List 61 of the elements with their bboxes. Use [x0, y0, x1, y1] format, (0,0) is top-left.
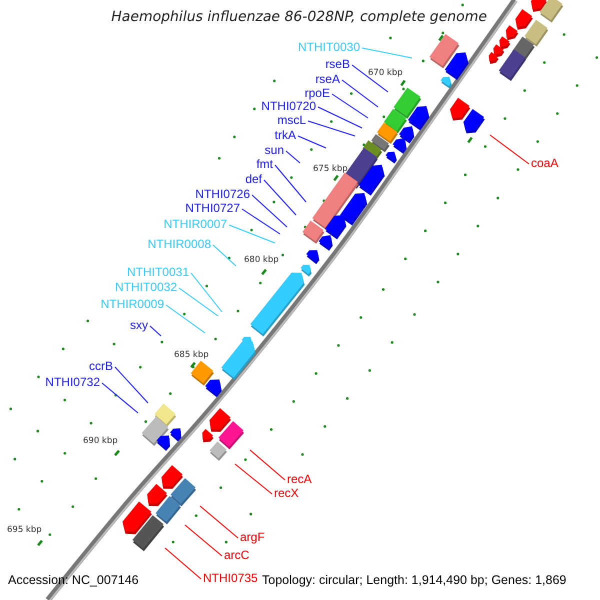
gene-label: NTHIT0030: [298, 40, 360, 54]
gene-label: rseB: [325, 57, 350, 71]
leader-line: [190, 272, 222, 312]
leader-line: [178, 288, 218, 316]
gene-label: NTHIT0031: [126, 265, 189, 279]
leader-line: [318, 106, 362, 128]
leader-line: [308, 120, 356, 136]
leader-line: [166, 304, 206, 334]
leader-line: [362, 48, 412, 58]
scale-label: 685 kbp: [174, 350, 209, 360]
gene-label: NTHIR0007: [164, 217, 227, 231]
leader-line: [342, 80, 378, 108]
gene-label: argF: [240, 530, 265, 544]
leader-line: [286, 150, 300, 164]
gene-label: arcC: [224, 548, 250, 562]
gene-label: NTHIR0008: [148, 237, 211, 251]
gene-label: NTHI0732: [45, 375, 100, 389]
gene-label: coaA: [531, 156, 558, 170]
leader-line: [184, 524, 222, 556]
leader-line: [102, 382, 138, 414]
leader-line: [150, 326, 162, 336]
gene-label: recA: [287, 472, 312, 486]
leader-line: [252, 194, 288, 228]
leader-line: [242, 208, 280, 234]
gene-label: sxy: [130, 318, 148, 332]
gene-label: NTHIR0009: [100, 297, 164, 311]
footer-text: Accession: NC_007146: [8, 573, 139, 588]
leader-line: [332, 94, 368, 118]
scale-label: 690 kbp: [83, 436, 118, 446]
scale-label: 675 kbp: [313, 164, 348, 174]
leader-line: [250, 450, 286, 480]
gene-label: NTHI0735: [203, 571, 258, 585]
gene-label: NTHI0720: [261, 99, 316, 113]
gene-label: mscL: [277, 113, 306, 127]
leader-line: [234, 464, 272, 494]
leader-line: [264, 180, 296, 216]
gene-label: recX: [274, 486, 299, 500]
leader-line: [274, 164, 306, 202]
leader-line: [164, 548, 202, 580]
gene-label: ccrB: [89, 359, 113, 373]
scale-label: 670 kbp: [368, 68, 403, 78]
gene-label: rpoE: [304, 86, 330, 100]
gene-label: NTHI0727: [185, 201, 240, 215]
leader-line: [298, 136, 326, 148]
leader-line: [490, 134, 530, 164]
gene-label: trkA: [274, 128, 296, 142]
gene-label: NTHIT0032: [114, 280, 177, 294]
gene-label: rseA: [315, 72, 340, 86]
leader-line: [114, 366, 148, 404]
leader-line: [212, 244, 236, 266]
map-title: Haemophilus influenzae 86-028NP, complete genome: [111, 9, 487, 26]
scale-label: 695 kbp: [7, 525, 42, 535]
gene-label: NTHI0726: [195, 187, 250, 201]
leader-line: [200, 506, 238, 538]
leader-line: [228, 224, 276, 244]
gene-label: sun: [264, 143, 284, 157]
footer-text: Topology: circular; Length: 1,914,490 bp; Genes: 1,869: [262, 573, 566, 588]
gene-label: def: [245, 172, 262, 186]
leader-line: [352, 64, 388, 92]
scale-label: 680 kbp: [244, 255, 279, 265]
gene-label: fmt: [256, 157, 273, 171]
